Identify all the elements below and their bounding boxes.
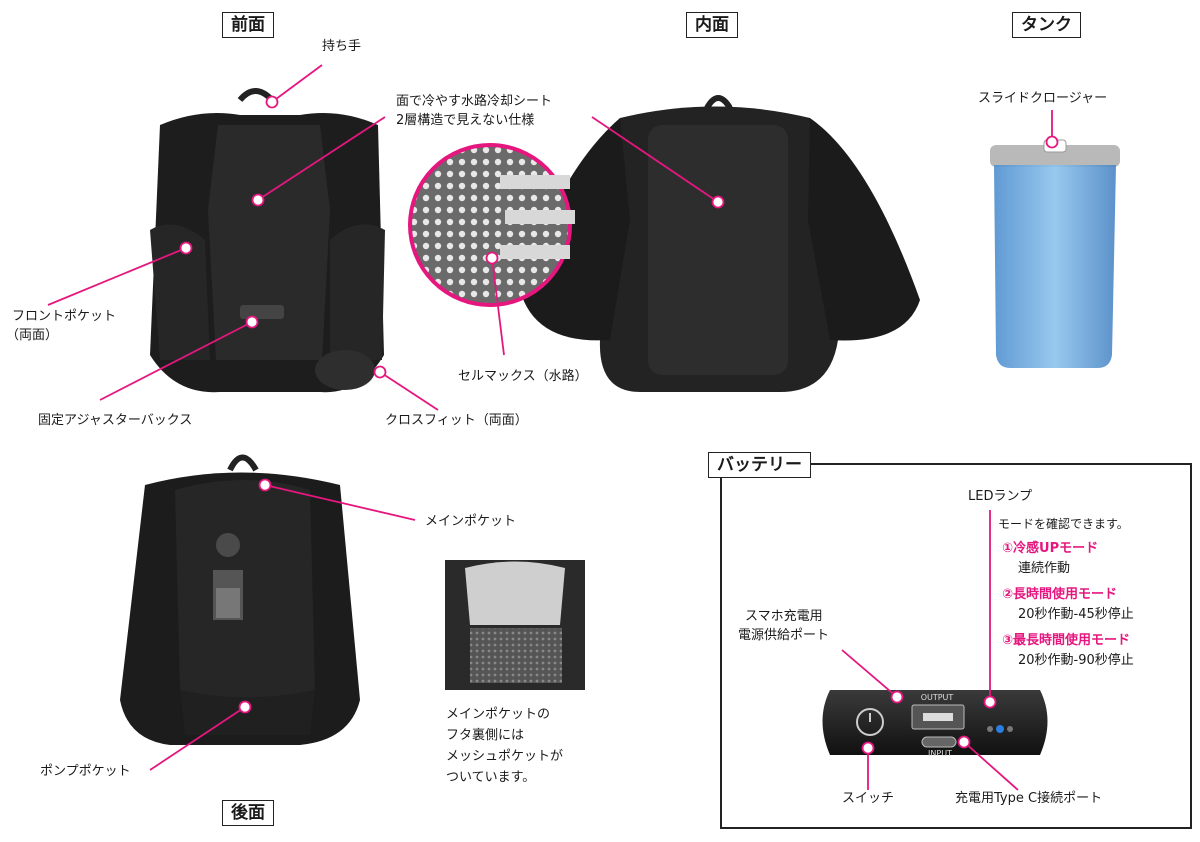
label-phone-port-2: 電源供給ポート: [738, 628, 830, 643]
battery-panel: [720, 463, 1192, 829]
label-phone-port-1: スマホ充電用: [745, 609, 823, 624]
input-port-label: INPUT: [928, 749, 952, 758]
mode2-desc: 20秒作動-45秒停止: [1018, 607, 1134, 622]
callout-lines: [47, 64, 1059, 791]
section-tank: タンク: [1012, 12, 1081, 39]
label-handle: 持ち手: [322, 39, 362, 54]
label-front-pocket-1: フロントポケット: [12, 309, 117, 324]
output-port-label: OUTPUT: [921, 693, 954, 702]
label-cooling-sheet-1: 面で冷やす水路冷却シート: [396, 94, 553, 109]
label-pump-pocket: ポンプポケット: [40, 764, 131, 779]
label-mode-check: モードを確認できます。: [998, 517, 1129, 531]
mode3-desc: 20秒作動-90秒停止: [1018, 653, 1134, 668]
label-slide-closure: スライドクロージャー: [978, 91, 1108, 106]
note-inner-2: フタ裏側には: [446, 728, 525, 743]
label-cellmax: セルマックス（水路）: [458, 369, 588, 384]
label-main-pocket: メインポケット: [425, 514, 517, 529]
mode2-title: ②長時間使用モード: [1002, 587, 1118, 602]
water-tank-image: [990, 139, 1120, 368]
mode3-title: ③最長時間使用モード: [1002, 633, 1131, 648]
label-cross-fit: クロスフィット（両面）: [385, 413, 528, 428]
inner-backpack-image: [520, 95, 920, 392]
cellmax-closeup: [408, 143, 575, 307]
label-led-lamp: LEDランプ: [968, 489, 1033, 504]
section-back: 後面: [222, 800, 274, 827]
section-battery: バッテリー: [708, 452, 811, 479]
label-typec-port: 充電用Type C接続ポート: [955, 791, 1103, 806]
note-inner-4: ついています。: [446, 770, 536, 785]
label-cooling-sheet-2: 2層構造で見えない仕様: [396, 113, 535, 128]
label-adjuster-buckle: 固定アジャスターバックス: [38, 413, 193, 428]
note-inner-1: メインポケットの: [446, 707, 551, 722]
mode1-desc: 連続作動: [1018, 561, 1071, 576]
back-backpack-image: [120, 454, 360, 745]
note-inner-3: メッシュポケットが: [446, 749, 564, 764]
label-switch: スイッチ: [842, 791, 895, 806]
section-front: 前面: [222, 12, 274, 39]
label-front-pocket-2: （両面）: [6, 328, 59, 343]
inner-mesh-pocket-photo: [445, 560, 585, 690]
section-inner: 内面: [686, 12, 738, 39]
front-backpack-image: [150, 88, 385, 393]
mode1-title: ①冷感UPモード: [1002, 541, 1099, 556]
